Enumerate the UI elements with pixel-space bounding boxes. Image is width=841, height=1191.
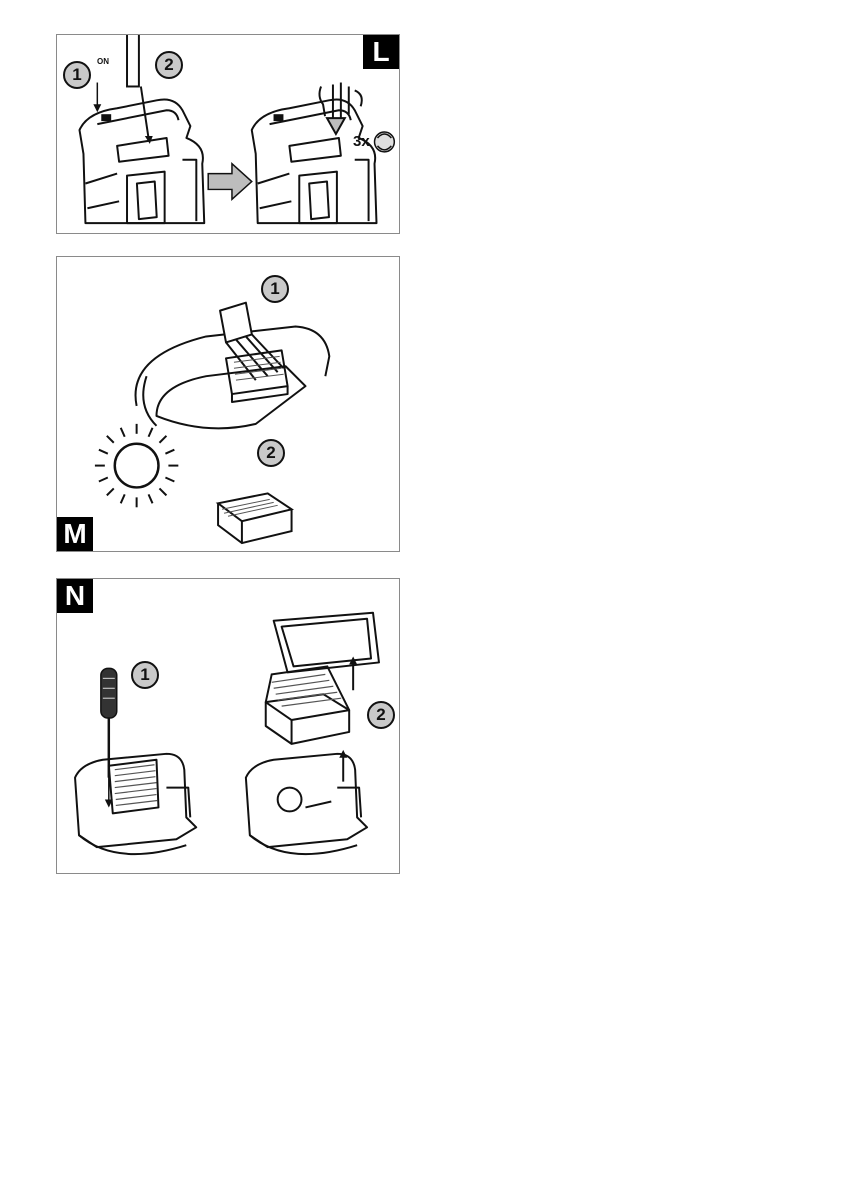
figure-letter: L [363,35,399,69]
pen-tool-icon [127,35,153,144]
figure-letter: N [57,579,93,613]
figure-letter: M [57,517,93,551]
rotate-icon [375,132,395,152]
pointing-hand-icon [319,83,361,134]
filter-removal-illustration [57,579,399,873]
step-badge-2: 2 [155,51,183,79]
arrow-down-icon [93,83,101,113]
sun-icon [95,424,178,507]
step-badge-1: 1 [63,61,91,89]
step-badge-1: 1 [261,275,289,303]
screwdriver-icon [101,668,117,807]
step-badge-2: 2 [367,701,395,729]
step-badge-2: 2 [257,439,285,467]
figure-panel-m: M 1 2 [56,256,400,552]
figure-panel-l: L 1 ON 2 3x [56,34,400,234]
figure-panel-n: N 1 2 [56,578,400,874]
on-label: ON [97,57,109,66]
repeat-count-label: 3x [353,133,370,150]
filter-cartridge-icon [218,493,292,543]
arrow-right-icon [208,164,252,200]
filter-cleaning-illustration [57,257,399,551]
step-badge-1: 1 [131,661,159,689]
